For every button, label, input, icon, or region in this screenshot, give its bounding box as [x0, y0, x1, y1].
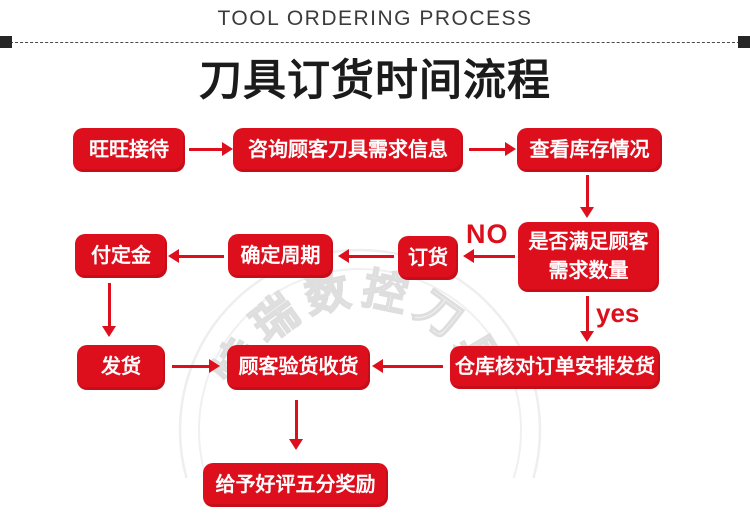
arrow-warehouse-to-inspect: [372, 359, 443, 373]
eyebrow-heading: TOOL ORDERING PROCESS: [217, 7, 533, 30]
flow-node-five-star-review: 给予好评五分奖励: [203, 463, 388, 507]
branch-label-yes: yes: [596, 298, 640, 328]
flow-node-warehouse-check: 仓库核对订单安排发货: [450, 346, 660, 389]
arrow-deposit-to-ship: [102, 283, 116, 337]
flow-node-pay-deposit: 付定金: [75, 234, 167, 278]
flow-node-ship-goods: 发货: [77, 345, 165, 390]
arrow-inspect-to-review: [289, 400, 303, 450]
arrow-stock-to-satisfy: [580, 175, 594, 218]
divider-endcap-right: [738, 36, 750, 48]
arrow-order-to-cycle: [338, 249, 394, 263]
flow-node-place-order: 订货: [398, 236, 458, 280]
arrow-satisfy-no-to-order: [463, 249, 515, 263]
flow-node-customer-inspect: 顾客验货收货: [227, 345, 370, 390]
flow-node-reception: 旺旺接待: [73, 128, 185, 172]
arrow-satisfy-yes-to-warehouse: [580, 296, 594, 342]
divider-endcap-left: [0, 36, 12, 48]
arrow-reception-to-inquiry: [189, 142, 233, 156]
flow-node-confirm-cycle: 确定周期: [228, 234, 333, 278]
arrow-cycle-to-deposit: [168, 249, 224, 263]
branch-label-no: NO: [466, 219, 509, 249]
flow-node-inquiry: 咨询顾客刀具需求信息: [233, 128, 463, 172]
arrow-inquiry-to-stock: [469, 142, 516, 156]
arrow-ship-to-inspect: [172, 359, 220, 373]
page-title: 刀具订货时间流程: [199, 56, 551, 106]
dashed-divider: [0, 42, 750, 43]
flow-node-check-stock: 查看库存情况: [517, 128, 662, 172]
flow-node-satisfy-demand: 是否满足顾客需求数量: [518, 222, 659, 292]
